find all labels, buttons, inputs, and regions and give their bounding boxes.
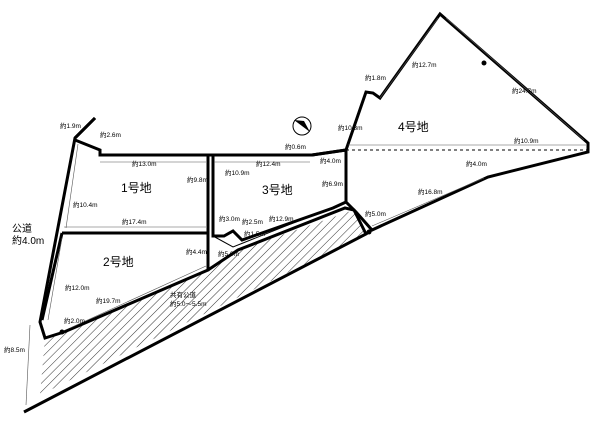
shared-road-label: 共有公道	[170, 290, 197, 299]
shared-road-inner	[212, 201, 347, 248]
dim-label: 約1.8m	[365, 73, 386, 82]
lot-1-boundary	[62, 116, 210, 235]
dim-label: 約1.5m	[244, 229, 265, 238]
dim-label: 約1.9m	[60, 121, 81, 130]
dim-label: 約16.8m	[418, 187, 443, 196]
dim-label: 約4.4m	[186, 247, 207, 256]
dim-label: 約5.0m	[365, 209, 386, 218]
dim-label: 約12.9m	[269, 214, 294, 223]
dim-label: 約4.0m	[320, 156, 341, 165]
shared-road-width: 約5.0～5.5m	[170, 299, 207, 308]
dim-label: 約17.4m	[122, 217, 147, 226]
dim-label: 約2.5m	[242, 217, 263, 226]
boundary-marker-icon	[366, 229, 372, 235]
boundary-marker-icon	[59, 329, 65, 335]
dim-label: 約8.5m	[4, 345, 25, 354]
dim-label: 約5.0m	[218, 249, 239, 258]
dim-label: 約2.6m	[100, 130, 121, 139]
dim-label: 約0.6m	[285, 142, 306, 151]
public-road-width: 約4.0m	[12, 234, 44, 247]
dim-label: 約24.7m	[512, 86, 537, 95]
dim-label: 約2.0m	[64, 316, 85, 325]
dim-label: 約10.3m	[338, 123, 363, 132]
public-road-label: 公道	[12, 222, 32, 235]
lot-2-label: 2号地	[103, 255, 134, 269]
outer-boundary-west	[38, 116, 97, 340]
dim-label: 約3.0m	[219, 214, 240, 223]
dim-label: 約13.0m	[132, 159, 157, 168]
dim-label: 約10.4m	[73, 200, 98, 209]
shared-road-edge	[23, 206, 369, 414]
lot-4-label: 4号地	[398, 120, 429, 134]
lot-1-label: 1号地	[121, 181, 152, 195]
dim-label: 約10.9m	[514, 136, 539, 145]
dim-label: 約9.8m	[187, 175, 208, 184]
dim-label: 約4.0m	[466, 159, 487, 168]
dim-label: 約12.7m	[412, 60, 437, 69]
dim-label: 約6.9m	[322, 179, 343, 188]
dim-label: 約12.4m	[256, 159, 281, 168]
shared-road-area	[40, 210, 366, 395]
north-arrow-icon	[292, 116, 312, 136]
dim-label: 約12.0m	[65, 283, 90, 292]
lot-4-boundary	[311, 11, 590, 232]
dim-label: 約19.7m	[96, 296, 121, 305]
lot-3-label: 3号地	[262, 183, 293, 197]
dim-label: 約10.9m	[225, 168, 250, 177]
boundary-marker-icon	[481, 60, 487, 66]
dimension-arrows	[25, 17, 586, 406]
